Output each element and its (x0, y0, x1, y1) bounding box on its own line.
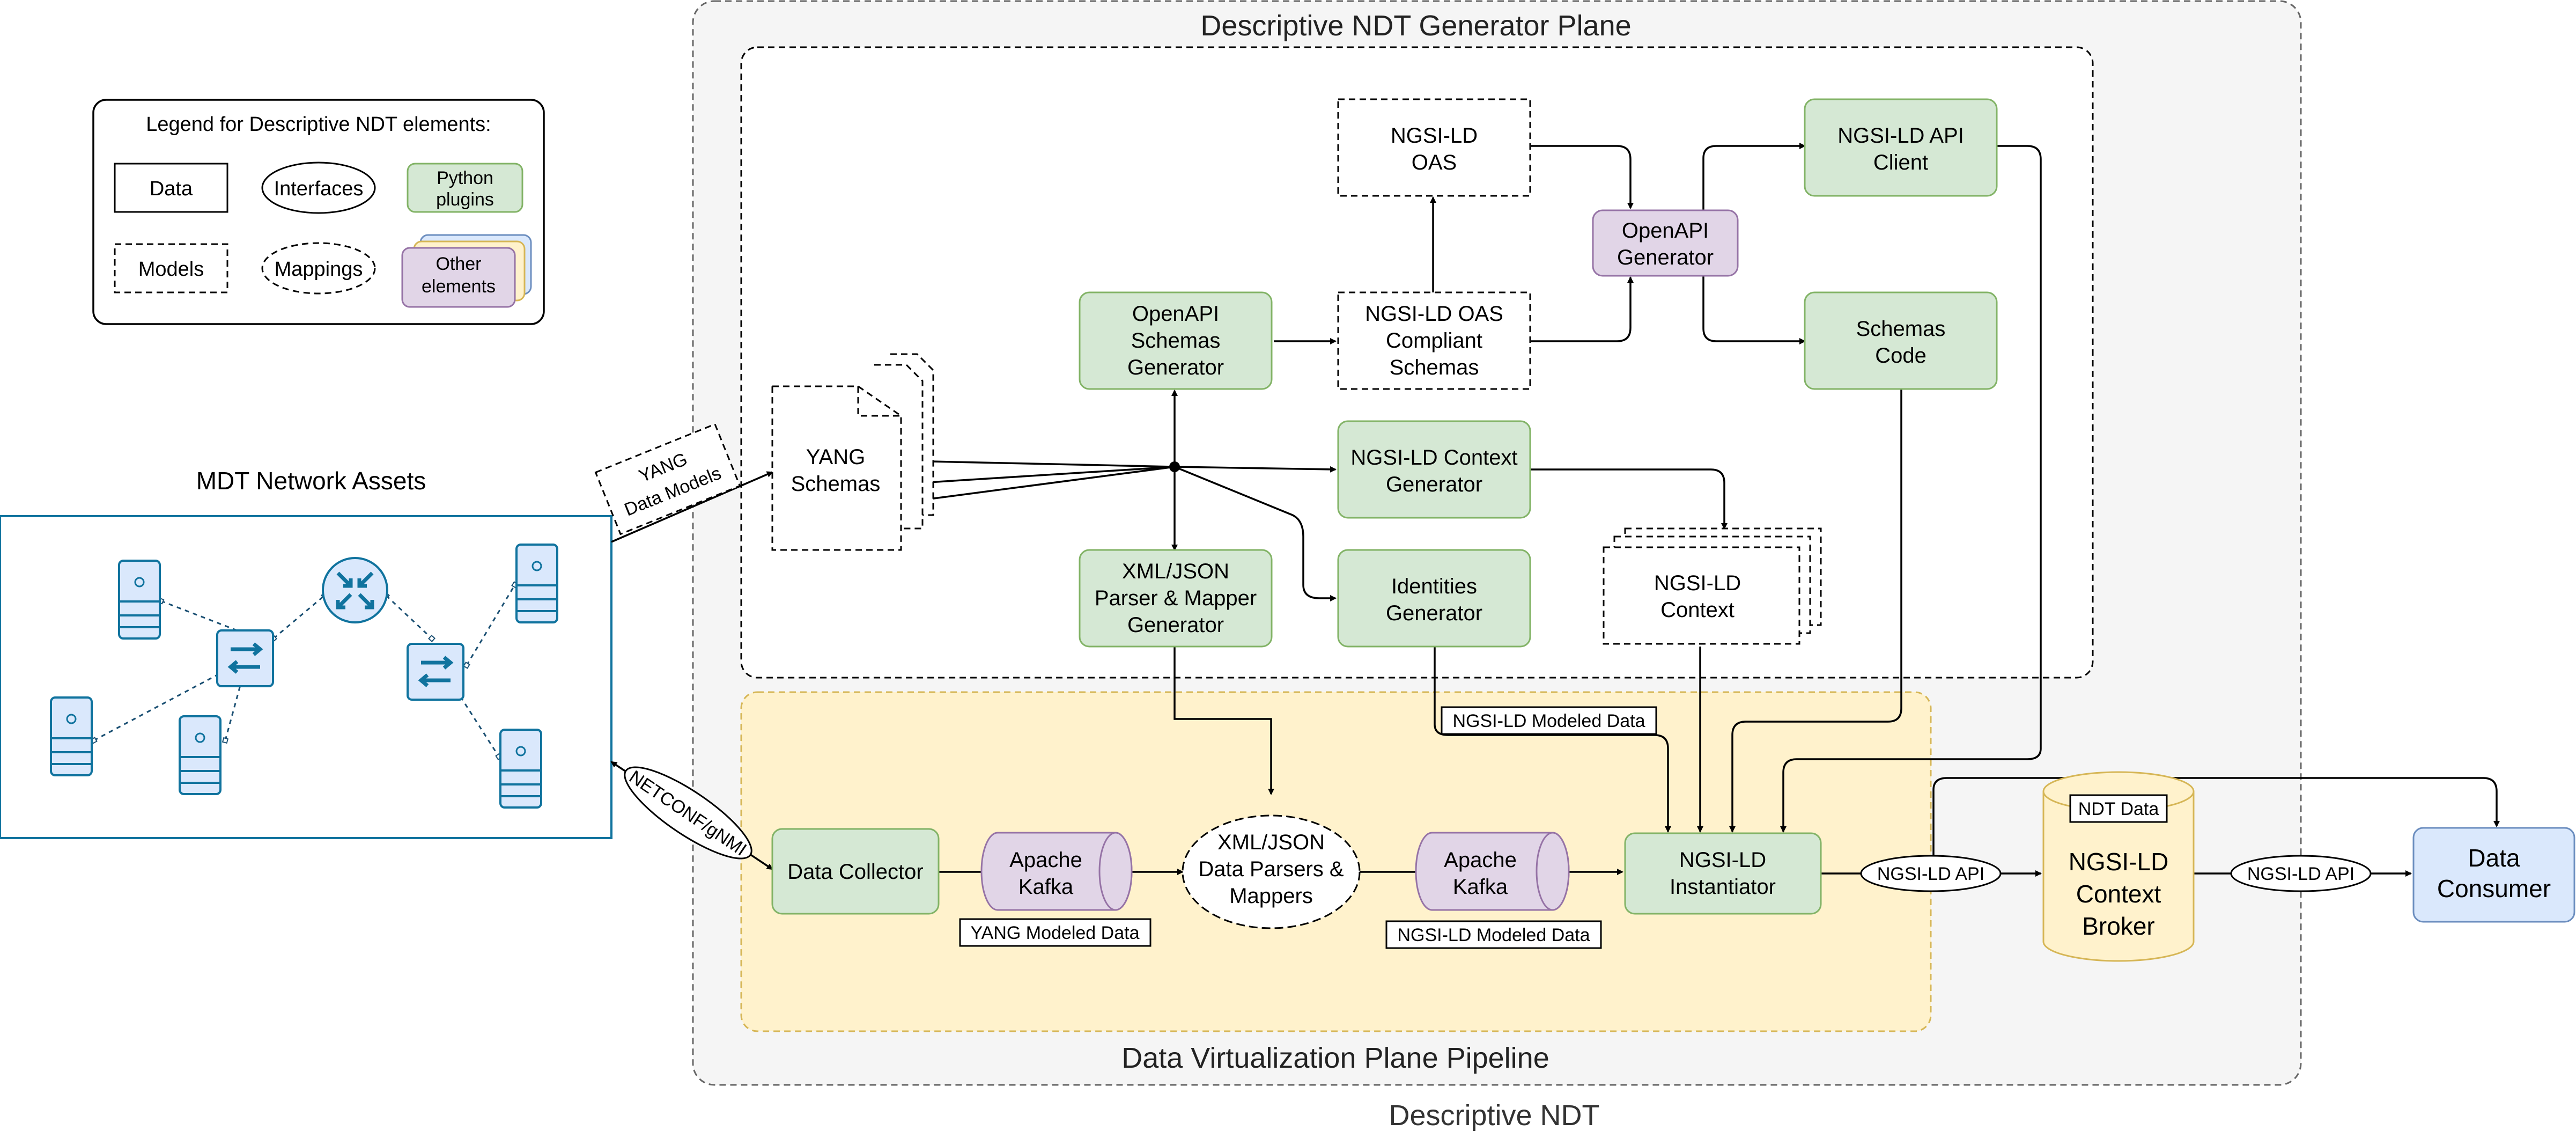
schemas-code-line2: Code (1875, 344, 1927, 368)
data-collector-node: Data Collector (771, 828, 940, 915)
openapi-schemas-generator-line3: Generator (1127, 356, 1224, 379)
broker-line3: Broker (2082, 912, 2154, 940)
legend-data: Data (150, 178, 193, 200)
svg-text:YANG Modeled Data: YANG Modeled Data (971, 923, 1140, 943)
legend-interfaces: Interfaces (274, 178, 364, 200)
broker-line2: Context (2076, 880, 2161, 908)
parsers-line1: XML/JSON (1217, 831, 1325, 854)
openapi-schemas-generator-node: OpenAPI Schemas Generator (1079, 291, 1273, 390)
schemas-code-node: Schemas Code (1804, 291, 1998, 390)
yang-schemas-line1: YANG (806, 445, 865, 469)
legend-other-elements-2: elements (422, 276, 496, 297)
yang-modeled-data-label: YANG Modeled Data (959, 918, 1152, 947)
compliant-schemas-line2: Compliant (1386, 329, 1482, 353)
svg-text:NGSI-LD Modeled Data: NGSI-LD Modeled Data (1452, 711, 1645, 731)
consumer-line1: Data (2468, 844, 2520, 872)
ngsi-ld-context-line1: NGSI-LD (1654, 571, 1741, 595)
identities-generator-line2: Generator (1386, 601, 1482, 625)
generator-plane-title: Descriptive NDT Generator Plane (1200, 10, 1631, 42)
kafka1-line2: Kafka (1018, 875, 1074, 899)
instantiator-line2: Instantiator (1670, 875, 1776, 899)
parser-generator-line3: Generator (1127, 613, 1224, 637)
parser-generator-line1: XML/JSON (1122, 560, 1229, 583)
router-icon (322, 557, 388, 623)
openapi-schemas-generator-line2: Schemas (1131, 329, 1221, 353)
ngsi-ld-context-generator-node: NGSI-LD Context Generator (1337, 420, 1531, 519)
svg-text:NDT Data: NDT Data (2078, 799, 2159, 819)
openapi-generator-line2: Generator (1617, 246, 1714, 269)
legend-other-elements-1: Other (436, 254, 481, 274)
yang-schemas-node: YANG Schemas (771, 353, 934, 551)
pipeline-plane-title: Data Virtualization Plane Pipeline (1121, 1042, 1549, 1074)
legend-python-plugins-2: plugins (436, 189, 494, 210)
xml-json-parser-generator-node: XML/JSON Parser & Mapper Generator (1079, 549, 1273, 648)
kafka2-line2: Kafka (1453, 875, 1508, 899)
yang-data-models-label: YANG Data Models (594, 423, 741, 535)
openapi-generator-line1: OpenAPI (1622, 219, 1709, 243)
ndt-data-label: NDT Data (2069, 794, 2168, 823)
ngsi-ld-context-node: NGSI-LD Context (1603, 527, 1822, 645)
openapi-schemas-generator-line1: OpenAPI (1132, 302, 1219, 326)
server-icon (118, 560, 161, 640)
schemas-code-line1: Schemas (1856, 317, 1946, 341)
switch-icon (407, 643, 464, 701)
svg-text:NGSI-LD Modeled Data: NGSI-LD Modeled Data (1397, 925, 1590, 945)
legend-models: Models (138, 258, 204, 281)
legend-mappings: Mappings (275, 258, 363, 281)
kafka1-line1: Apache (1009, 848, 1082, 872)
ngsi-ld-oas-line2: OAS (1412, 151, 1457, 174)
kafka2-line1: Apache (1444, 848, 1517, 872)
broker-line1: NGSI-LD (2069, 848, 2169, 876)
compliant-schemas-line3: Schemas (1390, 356, 1479, 379)
svg-text:NGSI-LD API: NGSI-LD API (1877, 864, 1984, 884)
instantiator-line1: NGSI-LD (1679, 848, 1766, 872)
compliant-schemas-line1: NGSI-LD OAS (1365, 302, 1503, 326)
parsers-line3: Mappers (1229, 884, 1313, 908)
context-broker-node: NGSI-LD Context Broker (2042, 771, 2195, 962)
assets-title: MDT Network Assets (196, 467, 426, 495)
api-client-line1: NGSI-LD API (1837, 124, 1964, 148)
descriptive-ndt-title: Descriptive NDT (1389, 1099, 1599, 1132)
parsers-line2: Data Parsers & (1198, 857, 1344, 881)
api-client-line2: Client (1873, 151, 1928, 174)
server-icon (179, 715, 222, 795)
parser-generator-line2: Parser & Mapper (1095, 586, 1257, 610)
server-icon (499, 729, 542, 809)
openapi-generator-node: OpenAPI Generator (1592, 209, 1739, 277)
ngsi-ld-oas-compliant-schemas-node: NGSI-LD OAS Compliant Schemas (1337, 291, 1531, 390)
ngsi-ld-api-client-node: NGSI-LD API Client (1804, 98, 1998, 197)
yang-schemas-line2: Schemas (791, 472, 881, 496)
identities-generator-line1: Identities (1391, 575, 1477, 598)
ngsi-ld-api-left-label: NGSI-LD API (1860, 855, 2002, 892)
apache-kafka-2-node: Apache Kafka (1415, 832, 1570, 911)
data-collector-label: Data Collector (787, 860, 923, 884)
server-icon (515, 544, 558, 623)
ngsi-ld-oas-node: NGSI-LD OAS (1337, 98, 1531, 197)
legend-title: Legend for Descriptive NDT elements: (146, 113, 491, 136)
switch-icon (216, 629, 274, 687)
ngsi-ld-modeled-data-bottom-label: NGSI-LD Modeled Data (1385, 920, 1602, 949)
legend: Legend for Descriptive NDT elements: Dat… (92, 99, 545, 325)
legend-python-plugins-1: Python (437, 168, 493, 188)
ngsi-ld-oas-line1: NGSI-LD (1391, 124, 1478, 148)
data-consumer-node: Data Consumer (2412, 827, 2575, 923)
svg-text:NGSI-LD API: NGSI-LD API (2247, 864, 2354, 884)
xml-json-data-parsers-node: XML/JSON Data Parsers & Mappers (1182, 814, 1361, 929)
ngsi-ld-context-line2: Context (1660, 598, 1734, 622)
context-generator-line2: Generator (1386, 473, 1482, 496)
consumer-line2: Consumer (2437, 875, 2551, 902)
ngsi-ld-modeled-data-top-label: NGSI-LD Modeled Data (1441, 706, 1657, 735)
apache-kafka-1-node: Apache Kafka (980, 832, 1133, 911)
context-generator-line1: NGSI-LD Context (1350, 446, 1517, 469)
ngsi-ld-api-right-label: NGSI-LD API (2230, 855, 2372, 892)
identities-generator-node: Identities Generator (1337, 549, 1531, 648)
ngsi-ld-instantiator-node: NGSI-LD Instantiator (1624, 832, 1822, 915)
server-icon (50, 696, 93, 776)
